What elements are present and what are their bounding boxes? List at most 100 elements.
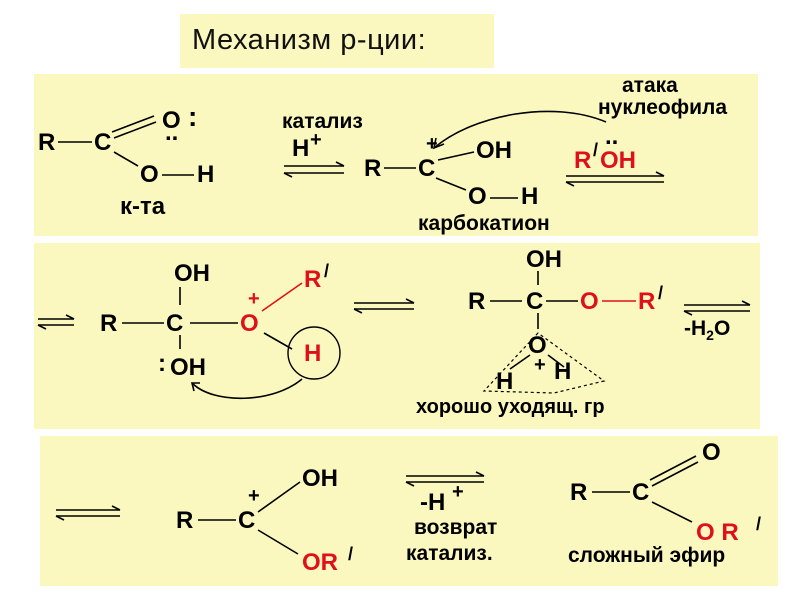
intermediate-r-atom: R — [100, 310, 117, 337]
proton-highlight-circle — [287, 326, 341, 380]
protonated-r-atom: R — [468, 288, 485, 315]
equilibrium-arrow-5-reverse-head — [683, 310, 693, 316]
cation-c-oh-bond — [437, 151, 475, 161]
acid-double-bond-2 — [113, 121, 157, 139]
alcohol-prime: / — [593, 140, 598, 160]
ester-double-bond-1 — [649, 455, 697, 481]
equilibrium-arrow-4-forward-head — [405, 298, 415, 304]
attack-label-line1: атака — [622, 74, 678, 97]
catalyst-return-label-line2: катализ. — [406, 542, 493, 565]
acid-hydrogen: H — [197, 161, 214, 188]
equilibrium-arrow-3-forward-head — [65, 314, 75, 320]
acid-label: к-та — [120, 193, 166, 220]
final-cation-r-prime: / — [348, 544, 353, 564]
cation-hydroxyl-top: OH — [476, 137, 512, 164]
equilibrium-arrow-6-forward-head — [111, 505, 121, 511]
step-1-diagram: R C O : .. O H к-та катализ H + R + C OH… — [38, 74, 727, 235]
equilibrium-arrow-1-forward-head — [335, 161, 345, 167]
nucleophile-attack-arrow — [433, 110, 607, 149]
acid-lone-pair-below: .. — [165, 119, 178, 146]
ester-carbonyl-oxygen: O — [702, 439, 721, 466]
final-cation-hydroxyl: OH — [302, 465, 338, 492]
alcohol-lone-pair: .. — [605, 123, 618, 150]
water-loss-label: -H2O — [684, 317, 730, 343]
step-2-diagram: R C OH : OH + O R / H R OH C O R / O H +… — [37, 246, 751, 418]
mechanism-step-1: R C O : .. O H к-та катализ H + R + C OH… — [34, 74, 758, 236]
final-cation-charge: + — [248, 485, 260, 507]
final-cation-c-atom: C — [238, 507, 255, 534]
final-cation-alkoxy: OR — [302, 549, 338, 576]
oxonium-r-bond — [261, 282, 303, 312]
oxonium-oxygen: O — [240, 310, 259, 337]
cation-charge: + — [426, 133, 438, 155]
catalyst-release-charge: + — [452, 481, 464, 503]
ester-c-o-bond — [651, 501, 693, 523]
final-cation-c-oh-bond — [257, 481, 301, 513]
cation-c-o-bond — [435, 177, 467, 191]
circled-hydrogen: H — [304, 340, 321, 367]
acid-lone-pair-right: : — [188, 101, 197, 132]
oxonium-h-bond — [263, 332, 293, 350]
ester-alkoxy: O R — [696, 519, 739, 546]
cation-oxygen-bottom: O — [468, 183, 487, 210]
acid-double-bond-1 — [111, 115, 155, 133]
title-box: Механизм р-ции: — [180, 14, 494, 68]
equilibrium-arrow-7-forward-head — [475, 471, 485, 477]
final-cation-r-atom: R — [176, 507, 193, 534]
alcohol-r-atom: R — [574, 147, 591, 174]
ether-r-prime: / — [658, 283, 663, 303]
ester-double-bond-2 — [651, 461, 699, 487]
ether-r-atom: R — [638, 288, 655, 315]
leaving-group-label: хорошо уходящ. гр — [416, 396, 605, 418]
equilibrium-arrow-2-reverse-head — [565, 181, 575, 187]
equilibrium-arrow-4-reverse-head — [353, 308, 363, 314]
cation-r-atom: R — [364, 155, 381, 182]
oxonium-r-prime: / — [324, 261, 329, 281]
step-3-diagram: R + C OH OR / -H + возврат катализ. R C … — [55, 439, 761, 576]
ester-label: сложный эфир — [568, 544, 725, 567]
equilibrium-arrow-5-forward-head — [741, 300, 751, 306]
attack-label-line2: нуклеофила — [598, 96, 727, 119]
intermediate-hydroxyl-bottom: OH — [170, 354, 206, 381]
protonated-hydroxyl-top: OH — [526, 246, 562, 273]
intermediate-c-atom: C — [166, 310, 183, 337]
nucleophile-attack-arrow-head — [432, 137, 445, 150]
proton-transfer-arrow — [191, 378, 303, 400]
ester-c-atom: C — [632, 479, 649, 506]
mechanism-step-2: R C OH : OH + O R / H R OH C O R / O H +… — [34, 243, 760, 429]
acid-c-o-bond — [113, 151, 139, 167]
leaving-group-charge: + — [534, 354, 546, 376]
leaving-o-h-left-bond — [509, 354, 531, 370]
intermediate-hydroxyl-top: OH — [174, 260, 210, 287]
catalyst-return-label-line1: возврат — [414, 516, 497, 539]
ester-r-atom: R — [570, 479, 587, 506]
acid-c-atom: C — [94, 129, 111, 156]
acid-r-atom: R — [38, 129, 55, 156]
oxonium-r-atom: R — [304, 266, 321, 293]
leaving-o-h-right-bond — [547, 354, 565, 368]
intermediate-lone-pair: : — [158, 350, 166, 377]
page-title: Механизм р-ции: — [192, 24, 427, 56]
leaving-hydrogen-right: H — [554, 358, 571, 385]
equilibrium-arrow-3-reverse-head — [37, 324, 47, 330]
catalyst-charge: + — [310, 129, 322, 151]
equilibrium-arrow-7-reverse-head — [405, 481, 415, 487]
acid-hydroxyl-oxygen: O — [140, 161, 159, 188]
catalyst-hydrogen: H — [292, 135, 309, 162]
leaving-hydrogen-left: H — [496, 368, 513, 395]
cation-c-atom: C — [418, 155, 435, 182]
equilibrium-arrow-6-reverse-head — [55, 515, 65, 521]
catalysis-label: катализ — [282, 110, 363, 133]
carbocation-label: карбокатион — [418, 212, 550, 235]
proton-transfer-arrow-head — [190, 382, 200, 392]
ester-r-prime: / — [756, 514, 761, 534]
equilibrium-arrow-1-reverse-head — [283, 172, 293, 178]
alcohol-hydroxyl: OH — [600, 147, 636, 174]
oxonium-charge: + — [248, 288, 260, 310]
protonated-c-atom: C — [526, 288, 543, 315]
ether-oxygen: O — [580, 288, 599, 315]
mechanism-step-3: R + C OH OR / -H + возврат катализ. R C … — [40, 436, 778, 586]
acid-carbonyl-oxygen: O — [162, 107, 181, 134]
equilibrium-arrow-2-forward-head — [655, 171, 665, 177]
cation-hydrogen: H — [521, 183, 538, 210]
